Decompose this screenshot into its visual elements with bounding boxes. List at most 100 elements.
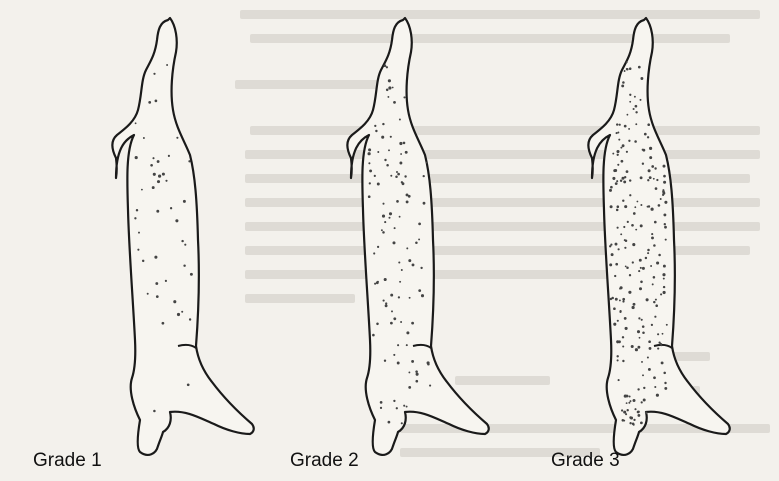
speckle-dot: [650, 265, 652, 267]
speckle-dot: [388, 217, 390, 219]
speckle-dot: [386, 164, 389, 167]
speckle-dot: [384, 159, 386, 161]
speckle-dot: [162, 173, 165, 176]
speckle-dot: [629, 274, 631, 276]
speckle-dot: [663, 265, 666, 268]
speckle-dot: [651, 324, 653, 326]
speckle-dot: [653, 301, 655, 303]
speckle-dot: [616, 355, 618, 357]
carcass-grade-2: [347, 18, 488, 455]
speckle-dot: [647, 136, 649, 138]
speckle-dot: [396, 407, 398, 409]
speckle-dot: [380, 401, 383, 404]
speckle-dot: [651, 233, 653, 235]
speckle-dot: [375, 130, 377, 132]
speckle-dot: [655, 304, 658, 307]
speckle-dot: [646, 298, 649, 301]
speckle-dot: [637, 388, 639, 390]
speckle-dot: [629, 101, 631, 103]
speckle-dot: [631, 345, 634, 348]
speckle-dot: [189, 318, 191, 320]
speckle-dot: [632, 243, 635, 246]
speckle-dot: [624, 70, 626, 72]
speckle-dot: [635, 348, 638, 351]
speckle-dot: [640, 77, 643, 80]
speckle-dot: [373, 252, 375, 254]
speckle-dot: [398, 296, 400, 298]
speckle-dot: [152, 157, 154, 159]
speckle-dot: [637, 330, 640, 333]
speckle-dot: [626, 266, 629, 269]
speckle-dot: [415, 242, 418, 245]
speckle-dot: [408, 371, 410, 373]
speckle-dot: [166, 64, 168, 66]
speckle-dot: [658, 204, 661, 207]
speckle-dot: [616, 132, 618, 134]
speckle-dot: [181, 240, 183, 242]
speckle-dot: [639, 287, 642, 290]
speckle-dot: [613, 323, 616, 326]
speckle-dot: [642, 163, 644, 165]
speckle-dot: [393, 400, 395, 402]
speckle-dot: [653, 178, 655, 180]
speckle-dot: [390, 136, 392, 138]
speckle-dot: [641, 401, 643, 403]
speckle-dot: [663, 278, 665, 280]
speckle-dot: [630, 400, 632, 402]
speckle-dot: [662, 194, 664, 196]
speckle-dot: [625, 239, 628, 242]
speckle-dot: [406, 331, 409, 334]
speckle-dot: [408, 386, 411, 389]
speckle-dot: [141, 189, 143, 191]
speckle-dot: [401, 181, 403, 183]
speckle-dot: [651, 165, 654, 168]
speckle-dot: [660, 293, 662, 295]
speckle-dot: [401, 422, 403, 424]
speckle-dot: [634, 96, 636, 98]
speckle-dot: [619, 288, 621, 290]
speckle-dot: [142, 260, 144, 262]
speckle-dot: [634, 408, 636, 410]
speckle-dot: [616, 150, 619, 153]
speckle-dot: [136, 209, 138, 211]
speckle-dot: [165, 180, 167, 182]
speckle-dot: [633, 212, 636, 215]
speckle-dot: [625, 266, 627, 268]
speckle-dot: [622, 81, 625, 84]
speckle-dot: [618, 340, 621, 343]
speckle-dot: [627, 114, 629, 116]
speckle-dot: [614, 169, 617, 172]
speckle-dot: [165, 280, 167, 282]
speckle-dot: [622, 300, 624, 302]
speckle-dot: [642, 331, 645, 334]
speckle-dot: [183, 200, 186, 203]
speckle-dot: [626, 68, 628, 70]
speckle-dot: [633, 303, 636, 306]
speckle-dot: [631, 224, 634, 227]
speckle-dot: [394, 227, 396, 229]
speckle-dot: [143, 137, 145, 139]
speckle-dot: [653, 244, 656, 247]
speckle-dot: [649, 147, 652, 150]
speckle-dot: [621, 160, 624, 163]
speckle-dot: [406, 200, 409, 203]
speckle-dot: [155, 100, 158, 103]
speckle-dot: [135, 156, 138, 159]
speckle-dot: [427, 363, 430, 366]
speckle-dot: [162, 322, 165, 325]
speckle-dot: [406, 247, 408, 249]
speckle-dot: [649, 176, 652, 179]
speckle-dot: [156, 295, 159, 298]
speckle-dot: [654, 221, 657, 224]
speckle-dot: [619, 311, 621, 313]
speckle-dot: [648, 368, 651, 371]
speckle-dot: [404, 175, 406, 177]
speckle-dot: [625, 327, 628, 330]
speckle-dot: [635, 229, 637, 231]
speckle-dot: [176, 137, 178, 139]
speckle-dot: [393, 317, 396, 320]
speckle-dot: [617, 227, 619, 229]
speckle-dot: [423, 175, 425, 177]
speckle-dot: [624, 176, 626, 178]
speckle-dot: [392, 87, 394, 89]
